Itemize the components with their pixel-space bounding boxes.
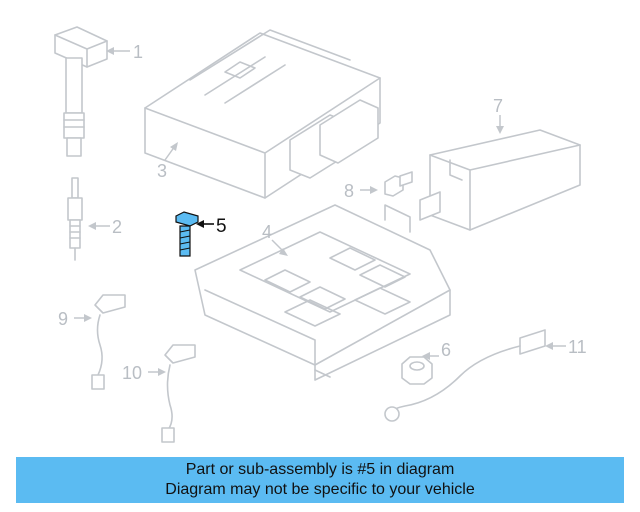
part-7-bracket[interactable] (419, 129, 581, 231)
part-2-spark-plug[interactable] (67, 177, 83, 261)
callout-4: 4 (262, 222, 272, 242)
banner-line-2: Diagram may not be specific to your vehi… (165, 481, 475, 498)
part-9-sensor[interactable] (91, 294, 126, 390)
callout-8: 8 (344, 181, 354, 201)
callout-5: 5 (216, 216, 227, 237)
callout-3: 3 (157, 161, 167, 181)
callout-6: 6 (441, 340, 451, 360)
banner-line-1: Part or sub-assembly is #5 in diagram (185, 461, 455, 478)
part-10-sensor[interactable] (161, 344, 196, 443)
part-5-bolt-highlighted[interactable] (175, 211, 199, 257)
callout-11: 11 (568, 337, 587, 357)
part-4-mounting-tray[interactable] (194, 204, 451, 381)
part-1-ignition-coil[interactable] (54, 26, 108, 157)
part-3-control-module[interactable] (144, 29, 381, 199)
part-6-nut[interactable] (401, 356, 433, 385)
info-banner: Part or sub-assembly is #5 in diagram Di… (16, 457, 624, 503)
part-8-fitting[interactable] (384, 171, 413, 197)
callout-7: 7 (493, 96, 503, 116)
callout-10: 10 (122, 363, 142, 383)
callout-9: 9 (58, 309, 68, 329)
callout-1: 1 (133, 42, 143, 62)
callout-2: 2 (112, 217, 122, 237)
part-11-knock-sensor[interactable] (384, 329, 546, 422)
